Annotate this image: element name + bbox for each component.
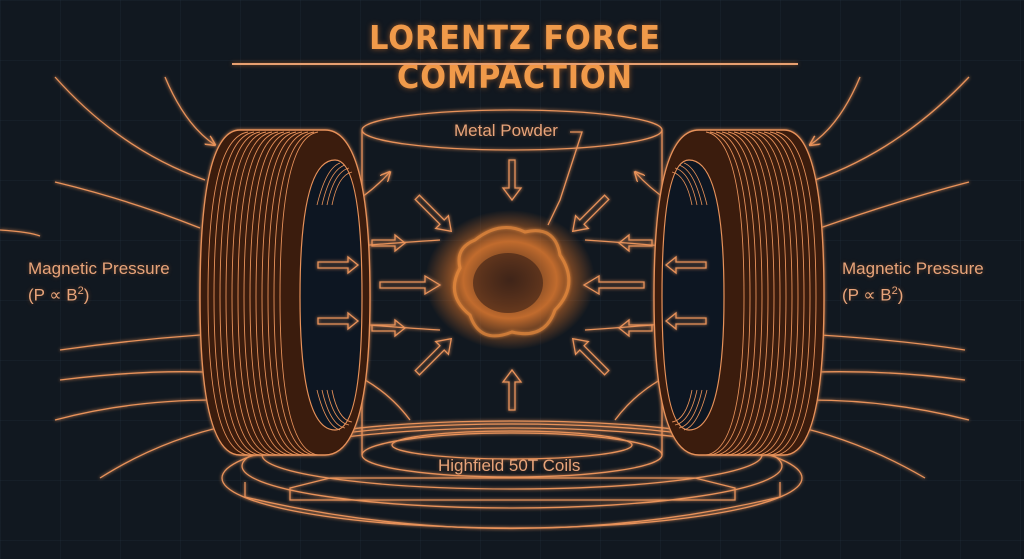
- left-pressure-label: Magnetic Pressure (P ∝ B2): [28, 258, 170, 307]
- inward-force-arrows: [317, 131, 707, 411]
- right-pressure-label: Magnetic Pressure (P ∝ B2): [842, 258, 984, 307]
- coils-label: Highfield 50T Coils: [438, 456, 581, 475]
- left-pressure-line1: Magnetic Pressure: [28, 259, 170, 278]
- diagram-title: LORENTZ FORCE COMPACTION: [369, 18, 661, 96]
- field-lines-right: [789, 76, 970, 479]
- right-pressure-line1: Magnetic Pressure: [842, 259, 984, 278]
- solenoid-coil-left: [199, 129, 371, 456]
- powder-cloud: [425, 210, 595, 350]
- left-pressure-formula: (P ∝ B2): [28, 285, 90, 305]
- metal-powder-label: Metal Powder: [454, 121, 558, 140]
- title-underline: [232, 63, 798, 65]
- right-pressure-formula: (P ∝ B2): [842, 285, 904, 305]
- solenoid-coil-right: [653, 129, 825, 456]
